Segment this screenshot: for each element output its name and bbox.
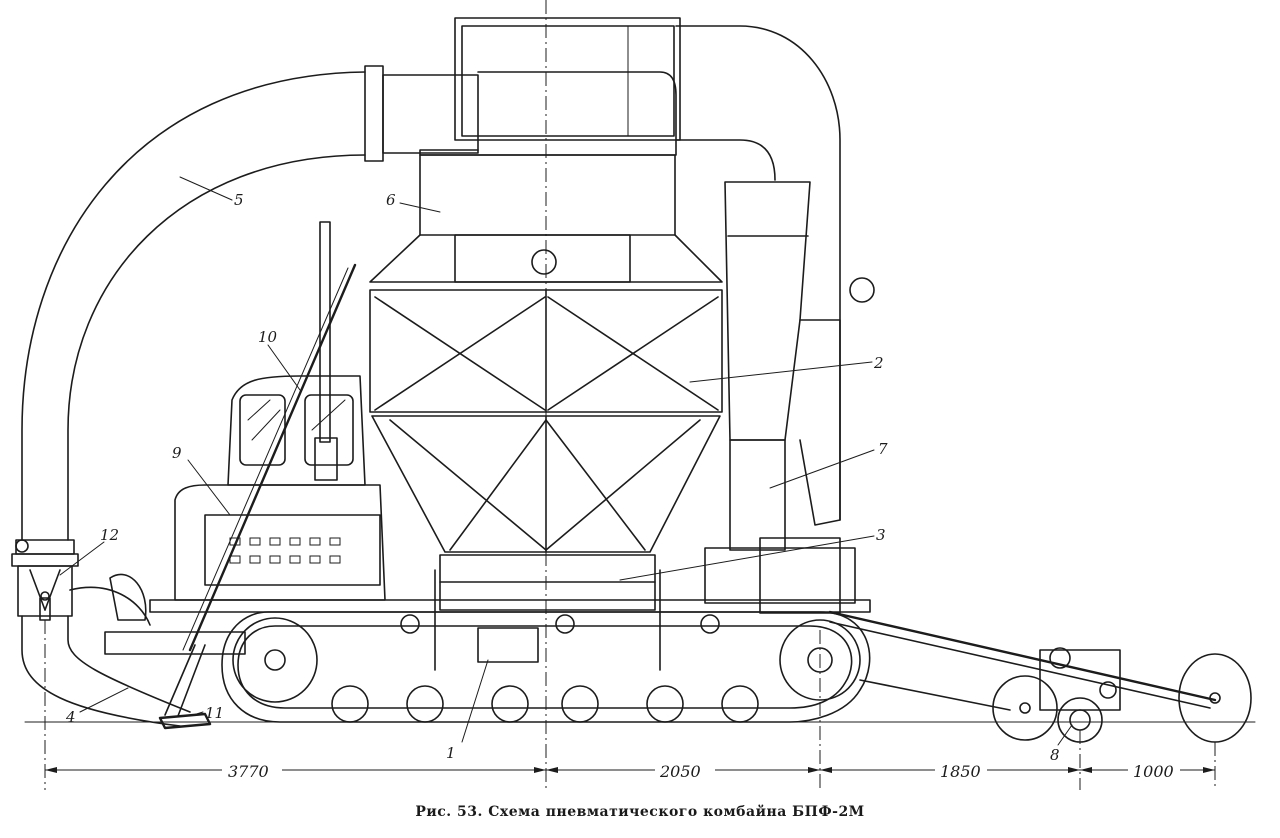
callout-3: 3	[876, 526, 886, 544]
dimension-1000: 1000	[1133, 762, 1174, 781]
dimension-3770: 3770	[228, 762, 269, 781]
callout-5: 5	[234, 191, 244, 209]
dimension-labels: 3770 2050 1850 1000	[222, 760, 1180, 781]
intake-nozzle	[11, 539, 212, 730]
dimension-line	[44, 767, 1216, 773]
tractor	[104, 221, 871, 655]
support-rollers	[400, 614, 720, 634]
callout-2: 2	[873, 354, 884, 372]
cyclone	[369, 17, 841, 521]
callout-12: 12	[100, 526, 119, 544]
crawler-track	[221, 611, 871, 723]
callout-8: 8	[1050, 746, 1060, 764]
suction-pipe	[21, 65, 479, 541]
callout-7: 7	[878, 440, 888, 458]
trailing-cart	[828, 610, 1252, 743]
road-wheels	[331, 685, 759, 723]
dimension-2050: 2050	[659, 762, 701, 781]
fan-duct	[704, 181, 875, 614]
callout-6: 6	[386, 191, 396, 209]
callout-9: 9	[172, 444, 182, 462]
callouts: 1 2 3 4 5 6 7 8 9 10 11 12	[59, 176, 1073, 764]
figure-caption: Рис. 53. Схема пневматического комбайна …	[415, 804, 865, 820]
callout-10: 10	[258, 328, 278, 346]
callout-11: 11	[205, 704, 224, 722]
hood-louvres	[229, 537, 341, 564]
callout-4: 4	[65, 708, 76, 726]
callout-1: 1	[446, 744, 456, 762]
dimension-1850: 1850	[940, 762, 981, 781]
